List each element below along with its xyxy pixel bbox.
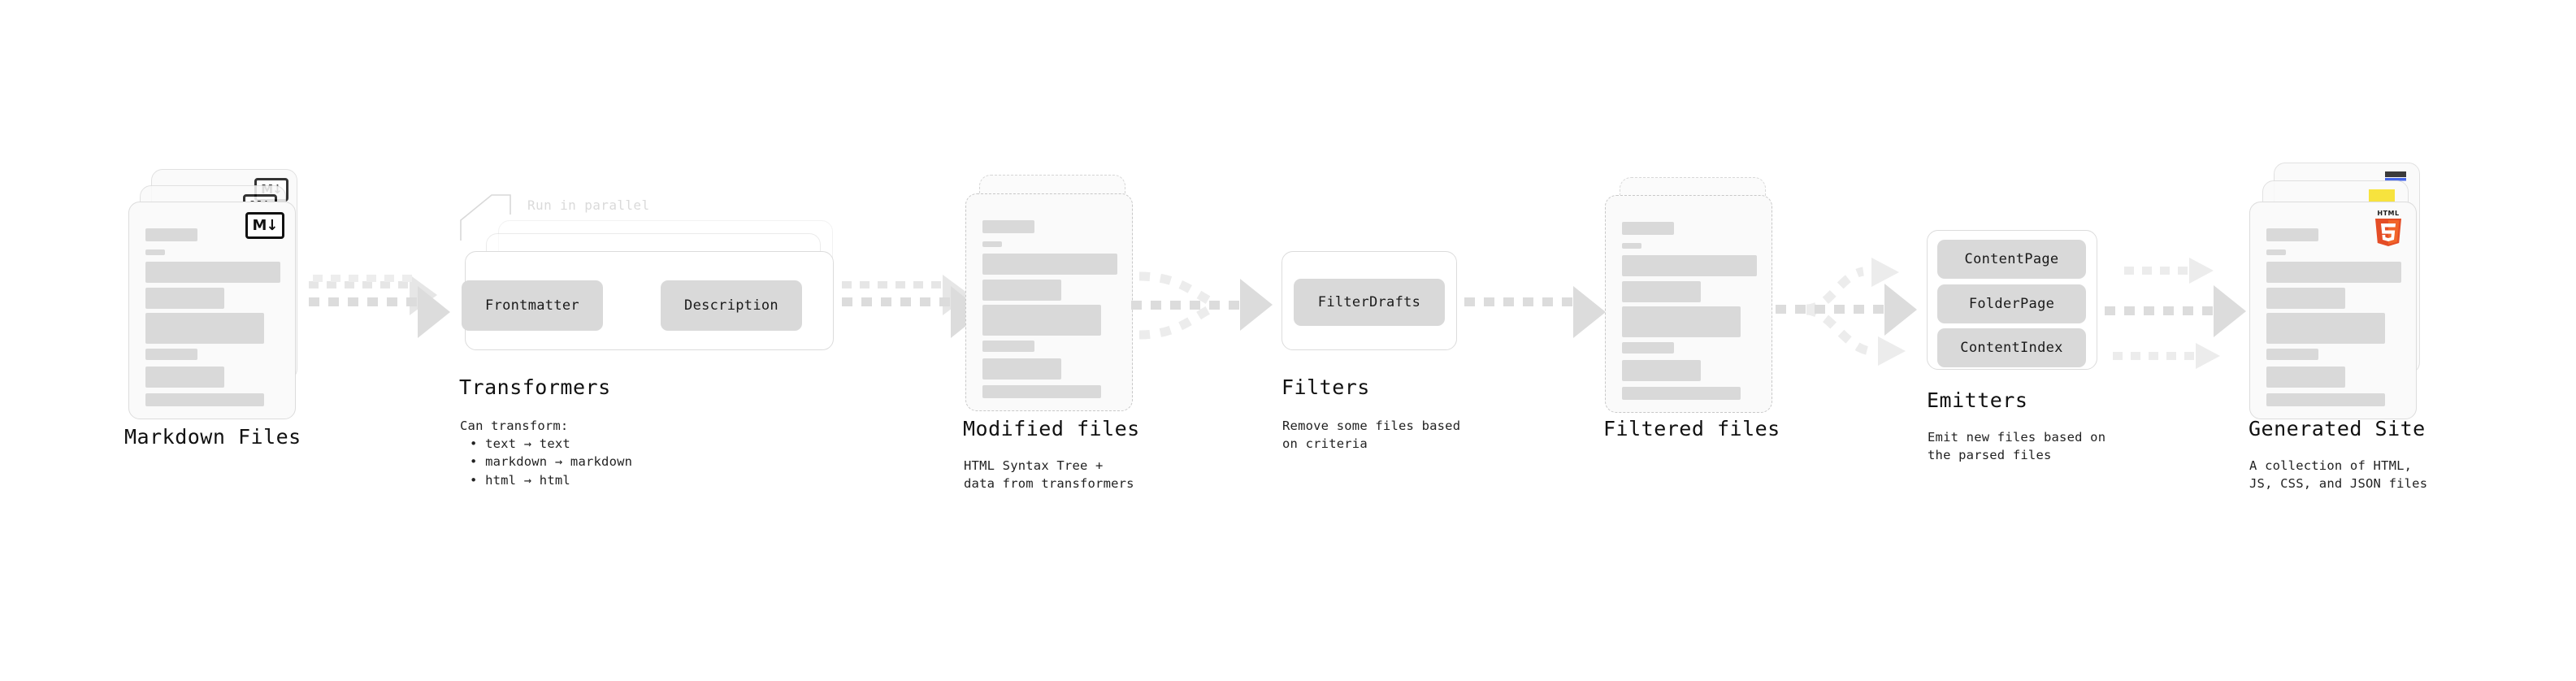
skeleton-line: [1622, 281, 1701, 302]
stage-title-filters: Filters: [1281, 375, 1370, 399]
transformers-bullet-list: • text → text • markdown → markdown • ht…: [470, 435, 632, 489]
svg-text:HTML: HTML: [2377, 210, 2399, 217]
arrow-emitters-to-generated-site: [2105, 258, 2246, 369]
chip-description[interactable]: Description: [661, 280, 802, 331]
markdown-file-card-front: M↓: [128, 202, 296, 419]
transformers-subtitle-head: Can transform:: [460, 419, 569, 433]
skeleton-line: [982, 358, 1061, 380]
skeleton-line: [982, 241, 1002, 247]
chip-contentindex[interactable]: ContentIndex: [1937, 328, 2086, 367]
skeleton-line: [1622, 222, 1674, 235]
chip-frontmatter[interactable]: Frontmatter: [462, 280, 603, 331]
chip-contentpage[interactable]: ContentPage: [1937, 240, 2086, 279]
skeleton-line: [145, 262, 280, 283]
skeleton-line: [982, 280, 1061, 301]
modified-files-subtitle: HTML Syntax Tree + data from transformer…: [964, 458, 1134, 492]
skeleton-line: [145, 228, 197, 241]
arrow-filtered-files-to-emitters-split: [1776, 258, 1917, 366]
skeleton-line: [1622, 360, 1701, 381]
skeleton-line: [2266, 367, 2345, 388]
modified-file-card-front: [965, 193, 1133, 411]
html5-badge-icon: HTML: [2370, 207, 2406, 248]
stage-title-emitters: Emitters: [1927, 388, 2028, 412]
skeleton-line: [145, 249, 165, 255]
skeleton-line: [982, 254, 1117, 275]
skeleton-line: [1622, 306, 1741, 337]
stage-title-filtered-files: Filtered files: [1603, 417, 1780, 440]
skeleton-line: [982, 305, 1101, 336]
stage-title-markdown-files: Markdown Files: [124, 425, 301, 449]
skeleton-line: [2266, 228, 2318, 241]
filtered-file-card-front: [1605, 195, 1772, 413]
generated-file-card-front: HTML: [2249, 202, 2417, 419]
skeleton-line: [145, 313, 264, 344]
chip-folderpage[interactable]: FolderPage: [1937, 284, 2086, 323]
arrow-modified-files-to-filters-merge: [1131, 271, 1273, 340]
skeleton-line: [2266, 349, 2318, 360]
skeleton-line: [1622, 255, 1757, 276]
stage-title-modified-files: Modified files: [963, 417, 1140, 440]
filters-subtitle: Remove some files based on criteria: [1282, 419, 1461, 452]
markdown-badge-icon: M↓: [245, 212, 284, 239]
run-in-parallel-bracket: [460, 194, 511, 241]
css-badge-icon: [2383, 171, 2408, 181]
skeleton-line: [2266, 393, 2385, 406]
arrow-markdown-to-transformers: [309, 275, 450, 338]
stage-title-transformers: Transformers: [459, 375, 611, 399]
skeleton-line: [1622, 243, 1641, 249]
generated-site-subtitle: A collection of HTML, JS, CSS, and JSON …: [2249, 458, 2428, 492]
arrow-transformers-to-modified-files: [842, 275, 983, 338]
skeleton-line: [2266, 313, 2385, 344]
skeleton-line: [2266, 249, 2286, 255]
chip-filterdrafts[interactable]: FilterDrafts: [1294, 279, 1445, 326]
skeleton-line: [1622, 342, 1674, 354]
skeleton-line: [2266, 262, 2401, 283]
stage-title-generated-site: Generated Site: [2249, 417, 2426, 440]
transformers-bullet: • text → text: [470, 436, 570, 451]
skeleton-line: [145, 288, 224, 309]
skeleton-line: [982, 340, 1034, 352]
transformers-bullet: • markdown → markdown: [470, 454, 633, 470]
transformers-bullet: • html → html: [470, 472, 570, 488]
skeleton-line: [1622, 387, 1741, 400]
arrow-filters-to-filtered-files: [1464, 286, 1606, 338]
skeleton-line: [982, 385, 1101, 398]
skeleton-line: [2266, 288, 2345, 309]
run-in-parallel-label: Run in parallel: [527, 197, 650, 213]
emitters-subtitle: Emit new files based on the parsed files: [1928, 430, 2106, 463]
skeleton-line: [982, 220, 1034, 233]
skeleton-line: [145, 349, 197, 360]
skeleton-line: [145, 393, 264, 406]
skeleton-line: [145, 367, 224, 388]
